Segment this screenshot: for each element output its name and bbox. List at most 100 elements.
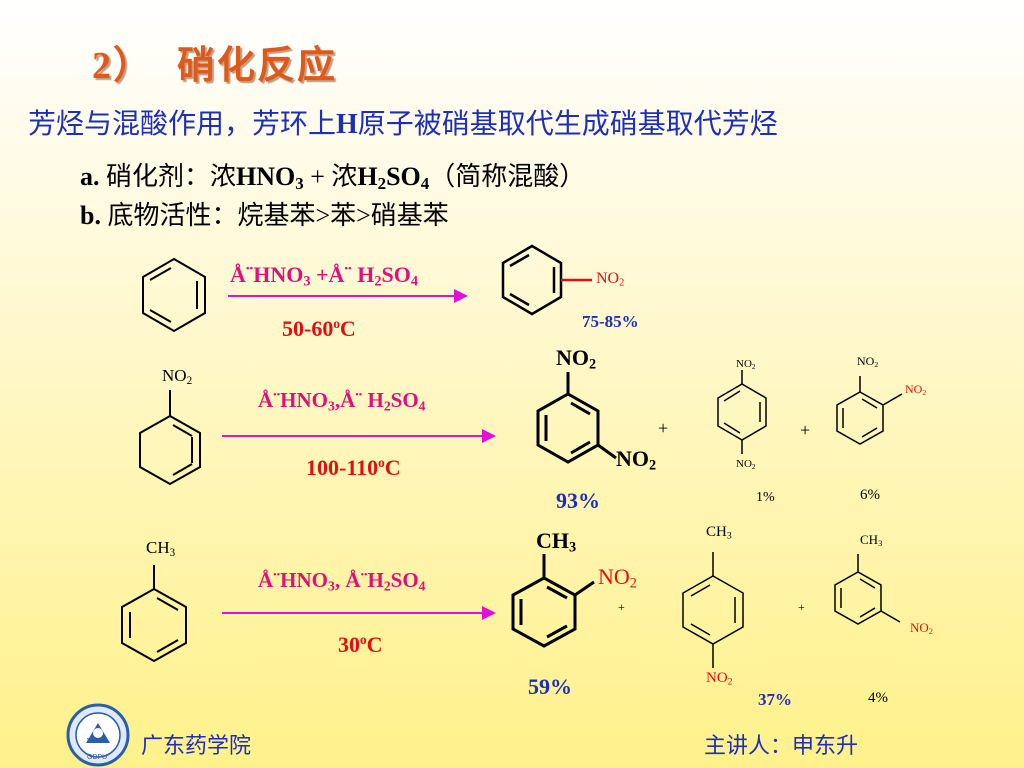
r2-p3-side: NO (905, 382, 923, 396)
r3-p2-side: NO (706, 670, 728, 686)
r2-p3-top-sub: 2 (874, 359, 879, 369)
r3-p3-top: CH (860, 532, 879, 547)
r2-p3-side-sub: 2 (922, 387, 927, 397)
nitrobenzene-product (501, 244, 592, 316)
r3-p1-top-label: CH3 (536, 528, 576, 557)
point-a-so4-sub: 4 (420, 174, 430, 194)
r3-p1-side-label: NO2 (598, 564, 637, 593)
r3-reagent-c: SO (390, 568, 419, 592)
r2-p2-yield: 1% (756, 490, 775, 505)
r2-p2-top: NO (736, 358, 752, 370)
r2-plus-2: + (800, 420, 811, 440)
nitrobenzene-reactant (139, 390, 201, 486)
point-a-h2-sub: 2 (377, 174, 387, 194)
reaction2-arrow (222, 429, 496, 443)
r2-reagent-a-sub: 3 (328, 398, 335, 414)
r2-p1-side: NO (616, 446, 649, 471)
r2-p2-side-label: NO2 (736, 458, 755, 471)
r3-p3-yield: 4% (868, 690, 888, 706)
r3-plus-2: + (798, 600, 805, 614)
r3-p2-top: CH (706, 524, 727, 540)
r2-temp-deg: o (378, 455, 385, 471)
r2-reagent-a: Å¨HNO (258, 388, 328, 412)
r1-temp: 50-60 (282, 316, 334, 341)
page-title: 2）硝化反应 (92, 34, 337, 89)
r1-reagent-c: SO (381, 262, 411, 287)
point-a-note: （简称混酸） (429, 162, 586, 191)
r2-p1-side-label: NO2 (616, 446, 656, 475)
r2-p1-top: NO (556, 345, 589, 370)
r3-p3-top-label: CH3 (860, 532, 882, 548)
p-nitrotoluene-product (682, 552, 744, 668)
r1-reagent-a: Å¨HNO (230, 262, 304, 287)
r3-substituent-sub: 3 (169, 546, 176, 559)
r3-reagent-b-sub: 2 (383, 578, 391, 594)
point-b-text: 底物活性：烷基苯>苯>硝基苯 (107, 201, 449, 230)
r2-reagent-b: ,Å¨ H (334, 388, 384, 412)
r3-p3-side: NO (910, 620, 929, 635)
r3-p1-top-sub: 3 (569, 539, 577, 556)
r1-reagent-b-sub: 2 (374, 273, 382, 290)
footer-speaker: 主讲人：申东升 (704, 733, 859, 758)
intro-h-atom: H (336, 109, 358, 140)
r2-p1-side-sub: 2 (649, 457, 657, 474)
r2-p3-top-label: NO2 (857, 354, 878, 369)
reaction1-temperature: 50-60oC (282, 316, 356, 342)
intro-text: 芳烃与混酸作用，芳环上H原子被硝基取代生成硝基取代芳烃 (28, 102, 778, 142)
reaction2-temperature: 100-110oC (306, 455, 401, 481)
point-a-marker: a. (80, 162, 100, 191)
reaction2-reagents: Å¨HNO3,Å¨ H2SO4 (258, 388, 426, 414)
logo-abbr: GDPU (87, 754, 108, 761)
r2-substituent-sub: 2 (186, 374, 193, 387)
o-nitrotoluene-product (511, 554, 595, 648)
reaction1-arrow (228, 289, 468, 303)
point-a-h2: H (357, 162, 378, 191)
title-text: 硝化反应 (177, 45, 338, 87)
r1-yield: 75-85% (582, 312, 639, 331)
r3-p3-top-sub: 3 (878, 538, 883, 549)
r1-reagent-b: +Å¨ H (310, 262, 375, 287)
reaction3-arrow (222, 606, 496, 620)
r3-temp-unit: C (366, 632, 383, 657)
r2-reagent-c-sub: 4 (418, 398, 426, 414)
r3-p3-side-label: NO2 (910, 620, 933, 636)
r1-reagent-a-sub: 3 (303, 273, 311, 290)
toluene-reactant (121, 565, 187, 663)
r3-reagent-b: , Å¨H (334, 568, 384, 592)
intro-part2: 原子被硝基取代生成硝基取代芳烃 (357, 109, 778, 140)
r2-p1-top-label: NO2 (556, 345, 596, 374)
r2-plus-1: + (658, 418, 669, 438)
r2-temp: 100-110 (306, 455, 379, 480)
r2-temp-unit: C (384, 455, 401, 480)
r2-p2-top-sub: 2 (751, 362, 756, 371)
r2-p3-yield: 6% (860, 487, 880, 503)
r3-reagent-a-sub: 3 (328, 578, 335, 594)
r3-temp: 30 (338, 632, 360, 657)
r2-p1-top-sub: 2 (589, 356, 597, 373)
p-dinitrobenzene-product (717, 370, 767, 454)
r2-p3-side-label: NO2 (905, 382, 926, 397)
footer-school: 广东药学院 (141, 733, 252, 758)
r3-reagent-a: Å¨HNO (258, 568, 328, 592)
point-a-hno3: HNO (236, 162, 296, 191)
r1-temp-unit: C (339, 316, 356, 341)
r1-product-group-sub: 2 (619, 277, 625, 289)
r3-p1-top: CH (536, 528, 569, 553)
point-a-label: 硝化剂：浓 (106, 162, 237, 191)
r3-p2-side-label: NO2 (706, 670, 733, 687)
r3-p3-side-sub: 2 (928, 626, 933, 637)
m-dinitrobenzene-product (536, 372, 617, 464)
r3-substituent: CH (146, 538, 170, 557)
o-dinitrobenzene-product (836, 376, 903, 445)
benzene-ring (142, 257, 206, 333)
r2-reagent-c: SO (390, 388, 419, 412)
r3-p2-top-label: CH3 (706, 524, 732, 541)
r2-reagent-b-sub: 2 (383, 398, 391, 414)
r2-substituent: NO (162, 366, 187, 385)
reaction1-reagents: Å¨HNO3 +Å¨ H2SO4 (230, 262, 418, 291)
reaction3-reagents: Å¨HNO3, Å¨H2SO4 (258, 568, 426, 594)
m-nitrotoluene-product (834, 554, 901, 625)
r2-substituent-label: NO2 (162, 366, 192, 387)
r2-p2-side-sub: 2 (751, 462, 756, 471)
